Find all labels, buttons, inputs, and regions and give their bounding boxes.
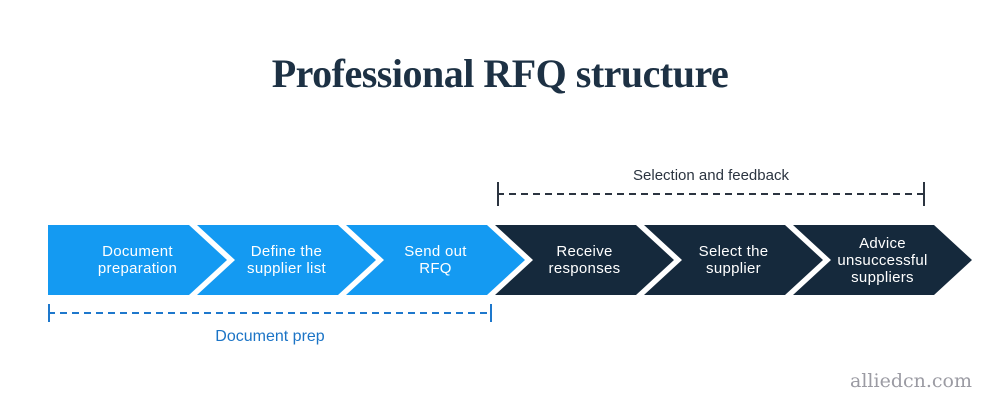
step-label-line: Document	[102, 243, 173, 260]
step-label-line: Advice	[859, 234, 906, 252]
document-prep-bracket: Document prep	[48, 304, 492, 346]
step-document-preparation: Document preparation	[48, 225, 227, 295]
watermark: alliedcn.com	[850, 370, 972, 392]
selection-feedback-dashed-line	[497, 182, 925, 206]
document-prep-dashed-line	[48, 304, 492, 322]
step-label-line: Define the	[250, 243, 323, 260]
bracket-tick-right	[490, 304, 492, 322]
step-label-line: RFQ	[419, 260, 452, 277]
bracket-tick-left	[497, 182, 499, 206]
step-label: Send out RFQ	[404, 243, 466, 277]
selection-feedback-label: Selection and feedback	[633, 167, 789, 184]
step-label: Select the supplier	[699, 243, 769, 277]
step-label: Define the supplier list	[247, 243, 326, 277]
step-label: Receive responses	[549, 243, 621, 277]
step-label-line: supplier list	[247, 260, 326, 277]
step-label-line: Receive	[556, 243, 613, 260]
bracket-tick-right	[923, 182, 925, 206]
process-steps-row: Document preparation Define the supplier…	[48, 225, 972, 295]
step-label-line: suppliers	[851, 268, 914, 286]
step-label-line: Send out	[404, 243, 467, 260]
document-prep-label: Document prep	[215, 328, 325, 345]
step-label-line: supplier	[706, 260, 761, 277]
step-label-line: unsuccessful	[837, 251, 928, 269]
bracket-tick-left	[48, 304, 50, 322]
step-label: Advice unsuccessful suppliers	[837, 235, 927, 286]
selection-feedback-bracket: Selection and feedback	[497, 167, 925, 206]
step-label-line: preparation	[97, 260, 178, 277]
step-advice-unsuccessful-suppliers: Advice unsuccessful suppliers	[793, 225, 972, 295]
page-title: Professional RFQ structure	[271, 51, 729, 96]
step-label: Document preparation	[98, 243, 177, 277]
step-label-line: Select the	[698, 243, 769, 260]
step-label-line: responses	[548, 260, 621, 277]
